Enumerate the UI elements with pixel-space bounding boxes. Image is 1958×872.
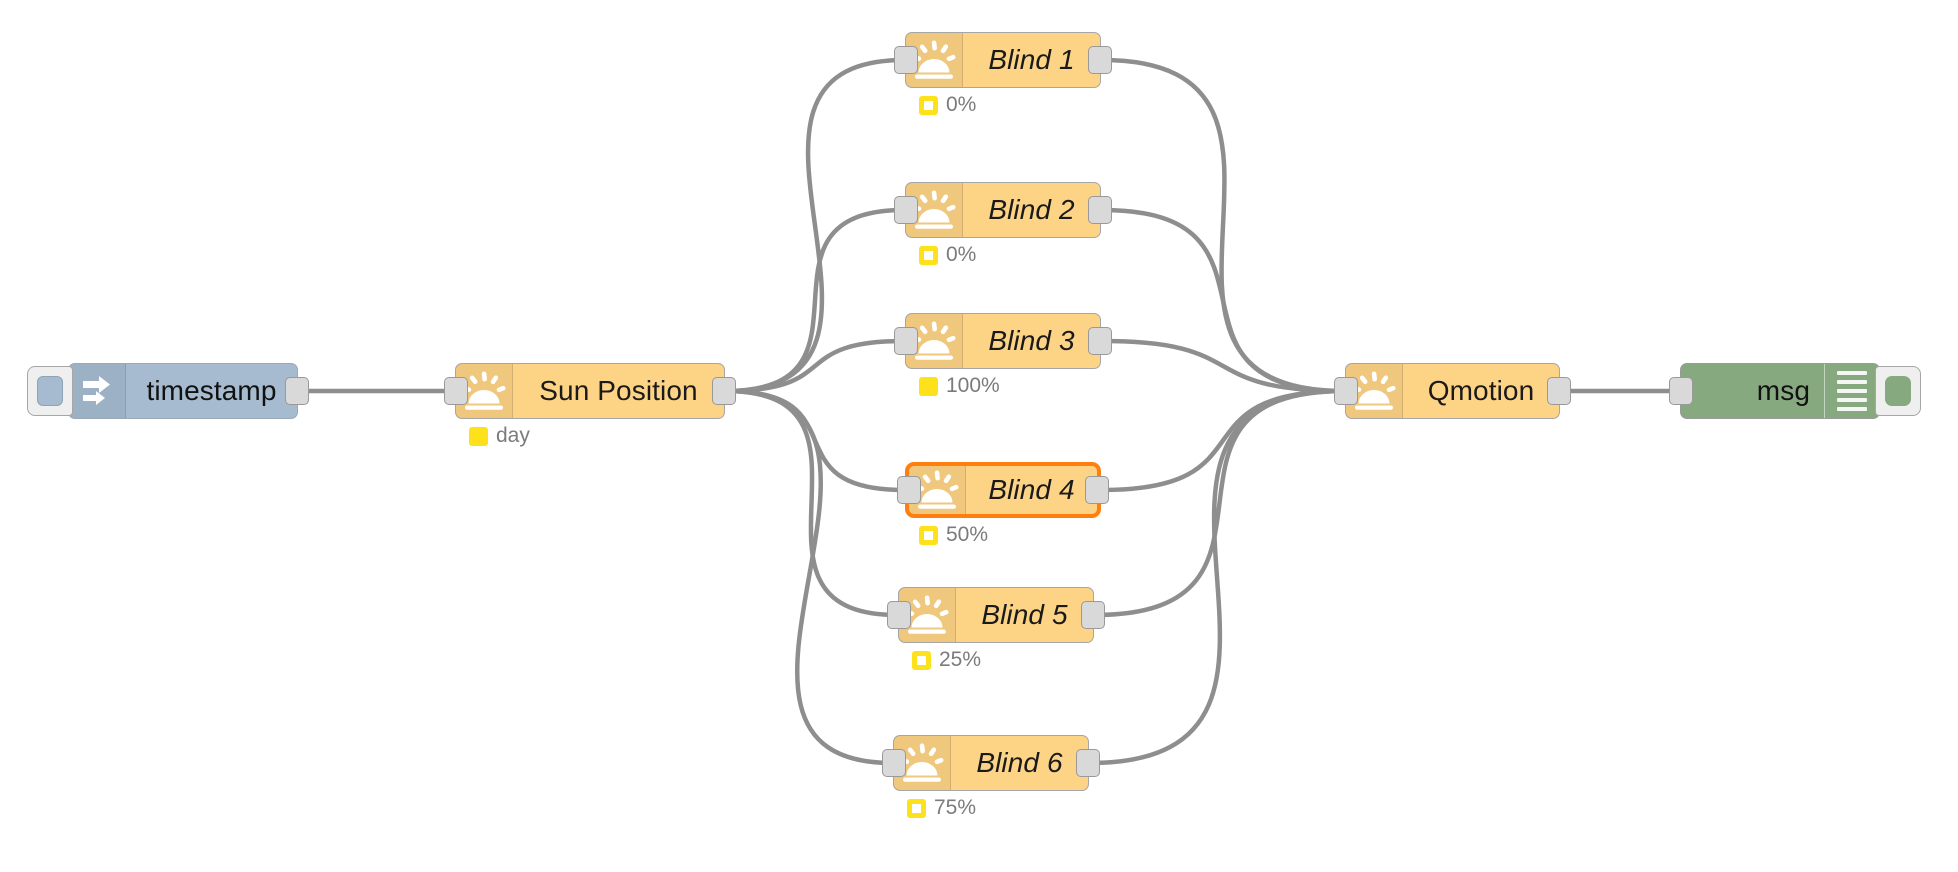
debug-bars-icon [1824, 364, 1879, 418]
wire-blind-2-to-qmotion[interactable] [1099, 207, 1347, 394]
inject-button[interactable] [27, 366, 73, 416]
status-indicator-icon [907, 798, 926, 818]
node-blind-5[interactable]: Blind 5 [887, 587, 1105, 643]
wire-sun-position-to-blind-5[interactable] [723, 388, 900, 618]
status-indicator-icon [919, 245, 938, 265]
node-blind-1[interactable]: Blind 1 [894, 32, 1112, 88]
input-port-blind-2[interactable] [894, 196, 918, 224]
status-text: day [496, 424, 530, 447]
input-port-sun-position[interactable] [444, 377, 468, 405]
wire-blind-5-to-qmotion[interactable] [1092, 388, 1347, 618]
status-text: 0% [946, 93, 977, 116]
node-blind-6[interactable]: Blind 6 [882, 735, 1100, 791]
wire-sun-position-to-blind-6[interactable] [723, 388, 895, 766]
output-port-blind-4[interactable] [1085, 476, 1109, 504]
output-port-sun-position[interactable] [712, 377, 736, 405]
input-port-blind-5[interactable] [887, 601, 911, 629]
debug-toggle-glyph [1885, 376, 1911, 406]
node-label-sun-position: Sun Position [539, 375, 698, 406]
node-label-inject-timestamp: timestamp [146, 375, 277, 406]
status-text: 50% [946, 523, 989, 546]
wire-blind-4-to-qmotion[interactable] [1099, 388, 1347, 493]
sun-icon [909, 466, 966, 514]
input-port-debug-msg[interactable] [1669, 377, 1693, 405]
wire-sun-position-to-blind-2[interactable] [723, 207, 907, 394]
wire-sun-position-to-blind-4[interactable] [723, 388, 907, 493]
sun-icon [1346, 364, 1403, 418]
output-port-blind-1[interactable] [1088, 46, 1112, 74]
node-label-blind-6: Blind 6 [976, 747, 1063, 778]
node-label-blind-5: Blind 5 [981, 599, 1068, 630]
node-sun-position[interactable]: Sun Position [444, 363, 736, 419]
input-port-blind-6[interactable] [882, 749, 906, 777]
output-port-inject-timestamp[interactable] [285, 377, 309, 405]
input-port-qmotion[interactable] [1334, 377, 1358, 405]
output-port-blind-2[interactable] [1088, 196, 1112, 224]
inject-arrow-icon [69, 364, 126, 418]
node-blind-3[interactable]: Blind 3 [894, 313, 1112, 369]
status-indicator-icon [919, 525, 938, 545]
node-label-blind-2: Blind 2 [988, 194, 1075, 225]
status-indicator-icon [469, 426, 488, 446]
status-blind-6: 75% [907, 796, 976, 820]
wire-blind-6-to-qmotion[interactable] [1087, 388, 1347, 766]
node-label-debug-msg: msg [1756, 375, 1810, 406]
status-blind-1: 0% [919, 93, 976, 117]
status-indicator-icon [912, 650, 931, 670]
node-qmotion[interactable]: Qmotion [1334, 363, 1571, 419]
output-port-qmotion[interactable] [1547, 377, 1571, 405]
node-debug-msg[interactable]: msg [1669, 363, 1921, 419]
output-port-blind-6[interactable] [1076, 749, 1100, 777]
status-blind-4: 50% [919, 523, 988, 547]
inject-button-glyph [37, 376, 63, 406]
wire-sun-position-to-blind-1[interactable] [723, 57, 907, 394]
input-port-blind-4[interactable] [897, 476, 921, 504]
sun-icon [906, 33, 963, 87]
status-blind-5: 25% [912, 648, 981, 672]
debug-toggle-button[interactable] [1875, 366, 1921, 416]
status-blind-3: 100% [919, 374, 1000, 398]
status-indicator-icon [919, 376, 938, 396]
wire-blind-1-to-qmotion[interactable] [1099, 57, 1347, 394]
status-text: 25% [939, 648, 982, 671]
status-sun-position: day [469, 424, 530, 448]
node-label-qmotion: Qmotion [1427, 375, 1535, 406]
status-text: 100% [946, 374, 1000, 397]
status-text: 0% [946, 243, 977, 266]
node-label-blind-3: Blind 3 [988, 325, 1075, 356]
node-label-blind-1: Blind 1 [988, 44, 1075, 75]
node-blind-4[interactable]: Blind 4 [897, 462, 1109, 518]
output-port-blind-5[interactable] [1081, 601, 1105, 629]
node-inject-timestamp[interactable]: timestamp [27, 363, 309, 419]
node-label-blind-4: Blind 4 [988, 474, 1075, 505]
wire-sun-position-to-blind-3[interactable] [723, 338, 907, 394]
input-port-blind-1[interactable] [894, 46, 918, 74]
wire-blind-3-to-qmotion[interactable] [1099, 338, 1347, 394]
node-blind-2[interactable]: Blind 2 [894, 182, 1112, 238]
output-port-blind-3[interactable] [1088, 327, 1112, 355]
status-blind-2: 0% [919, 243, 976, 267]
status-text: 75% [934, 796, 977, 819]
status-indicator-icon [919, 95, 938, 115]
input-port-blind-3[interactable] [894, 327, 918, 355]
